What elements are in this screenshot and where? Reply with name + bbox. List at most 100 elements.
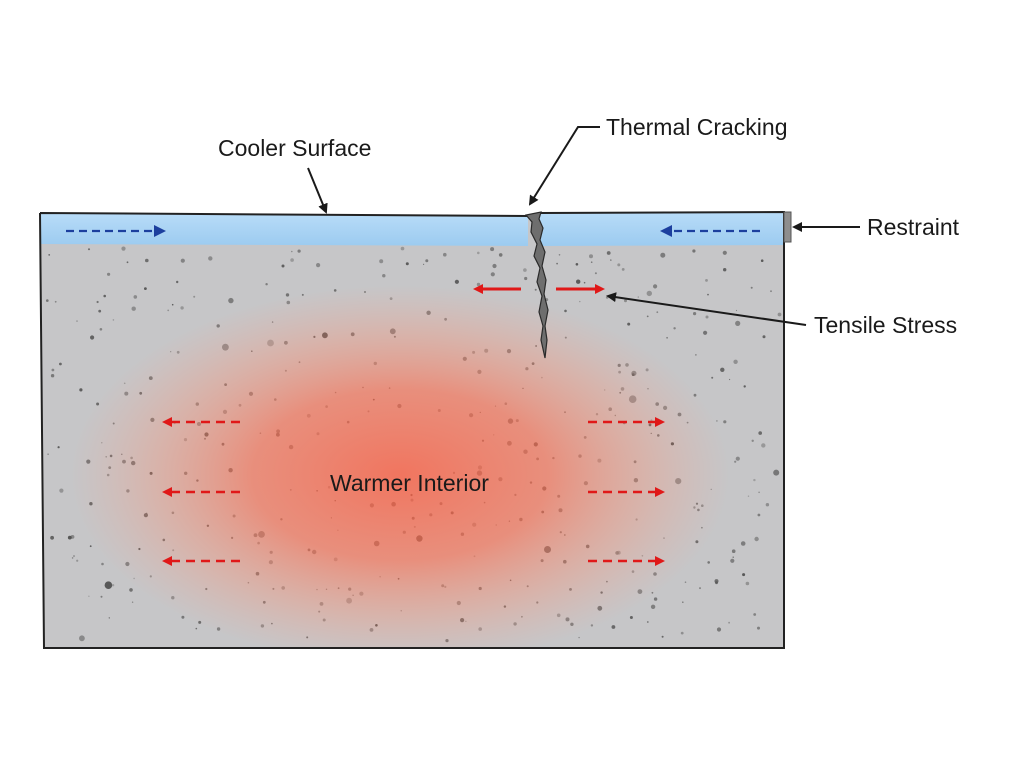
aggregate-speck: [297, 249, 301, 253]
aggregate-speck: [729, 378, 731, 381]
aggregate-speck: [576, 279, 581, 284]
aggregate-speck: [705, 315, 709, 319]
aggregate-speck: [90, 335, 95, 340]
aggregate-speck: [490, 247, 495, 252]
aggregate-speck: [126, 261, 129, 264]
concrete-slab: [40, 212, 784, 648]
aggregate-speck: [476, 282, 481, 287]
aggregate-speck: [400, 246, 405, 251]
aggregate-speck: [730, 558, 735, 563]
leader-cooler-surface: [307, 167, 328, 214]
aggregate-speck: [732, 556, 734, 558]
aggregate-speck: [666, 336, 668, 339]
aggregate-speck: [624, 299, 627, 303]
aggregate-speck: [50, 374, 55, 378]
aggregate-speck: [594, 272, 597, 275]
aggregate-speck: [650, 604, 656, 609]
aggregate-speck: [715, 581, 718, 585]
aggregate-speck: [145, 258, 149, 263]
aggregate-speck: [757, 513, 761, 517]
aggregate-speck: [208, 256, 213, 261]
aggregate-speck: [290, 258, 294, 262]
aggregate-speck: [753, 478, 756, 482]
aggregate-speck: [454, 279, 459, 284]
aggregate-speck: [71, 557, 74, 559]
aggregate-speck: [171, 303, 174, 306]
aggregate-speck: [88, 595, 90, 597]
aggregate-speck: [716, 627, 722, 632]
aggregate-speck: [112, 319, 115, 321]
aggregate-speck: [617, 263, 621, 267]
aggregate-speck: [777, 312, 782, 317]
aggregate-speck: [703, 330, 708, 335]
label-thermal-cracking: Thermal Cracking: [606, 114, 788, 140]
aggregate-speck: [751, 439, 754, 442]
aggregate-speck: [103, 294, 106, 298]
aggregate-speck: [627, 322, 631, 326]
aggregate-speck: [621, 268, 625, 271]
aggregate-speck: [316, 263, 321, 268]
aggregate-speck: [285, 293, 290, 297]
aggregate-speck: [477, 251, 480, 255]
aggregate-speck: [556, 262, 558, 265]
aggregate-speck: [108, 617, 111, 619]
aggregate-speck: [195, 627, 198, 630]
label-restraint: Restraint: [867, 214, 960, 240]
aggregate-speck: [770, 290, 772, 293]
aggregate-speck: [47, 453, 49, 455]
aggregate-speck: [490, 272, 495, 277]
aggregate-speck: [656, 311, 659, 314]
aggregate-speck: [735, 320, 741, 326]
aggregate-speck: [54, 300, 57, 303]
aggregate-speck: [180, 306, 184, 310]
aggregate-speck: [583, 281, 586, 284]
aggregate-speck: [707, 561, 710, 564]
aggregate-speck: [99, 328, 103, 331]
aggregate-speck: [382, 274, 386, 278]
aggregate-speck: [76, 320, 78, 322]
interior-expansion-arrows: [162, 417, 665, 566]
aggregate-speck: [734, 460, 737, 463]
aggregate-speck: [107, 272, 111, 276]
aggregate-speck: [680, 631, 684, 635]
aggregate-speck: [59, 362, 62, 366]
aggregate-speck: [405, 262, 409, 266]
label-tensile-stress: Tensile Stress: [814, 312, 957, 338]
aggregate-speck: [723, 268, 727, 272]
aggregate-speck: [695, 354, 697, 356]
aggregate-speck: [589, 254, 593, 259]
aggregate-speck: [765, 503, 770, 507]
aggregate-speck: [731, 549, 736, 553]
aggregate-speck: [104, 581, 113, 589]
aggregate-speck: [723, 420, 727, 424]
aggregate-speck: [100, 595, 103, 598]
aggregate-speck: [534, 288, 537, 291]
aggregate-speck: [610, 259, 612, 261]
aggregate-speck: [711, 376, 714, 379]
aggregate-speck: [133, 295, 138, 299]
aggregate-speck: [692, 249, 696, 253]
aggregate-speck: [88, 248, 90, 251]
aggregate-speck: [291, 250, 293, 253]
aggregate-speck: [673, 327, 676, 330]
aggregate-speck: [50, 535, 54, 540]
aggregate-speck: [101, 562, 104, 566]
thermal-crack-icon: [524, 211, 549, 359]
slab-outline: [39, 210, 785, 649]
aggregate-speck: [96, 300, 99, 304]
aggregate-speck: [753, 613, 757, 616]
aggregate-speck: [773, 469, 780, 476]
aggregate-speck: [705, 279, 708, 282]
aggregate-speck: [193, 295, 196, 298]
aggregate-speck: [265, 283, 268, 286]
aggregate-speck: [523, 268, 527, 272]
aggregate-speck: [129, 588, 133, 592]
aggregate-speck: [167, 309, 170, 312]
aggregate-speck: [131, 601, 134, 603]
aggregate-speck: [121, 246, 126, 251]
aggregate-speck: [379, 259, 384, 264]
aggregate-speck: [57, 446, 60, 449]
aggregate-speck: [144, 287, 147, 290]
aggregate-speck: [89, 545, 92, 548]
